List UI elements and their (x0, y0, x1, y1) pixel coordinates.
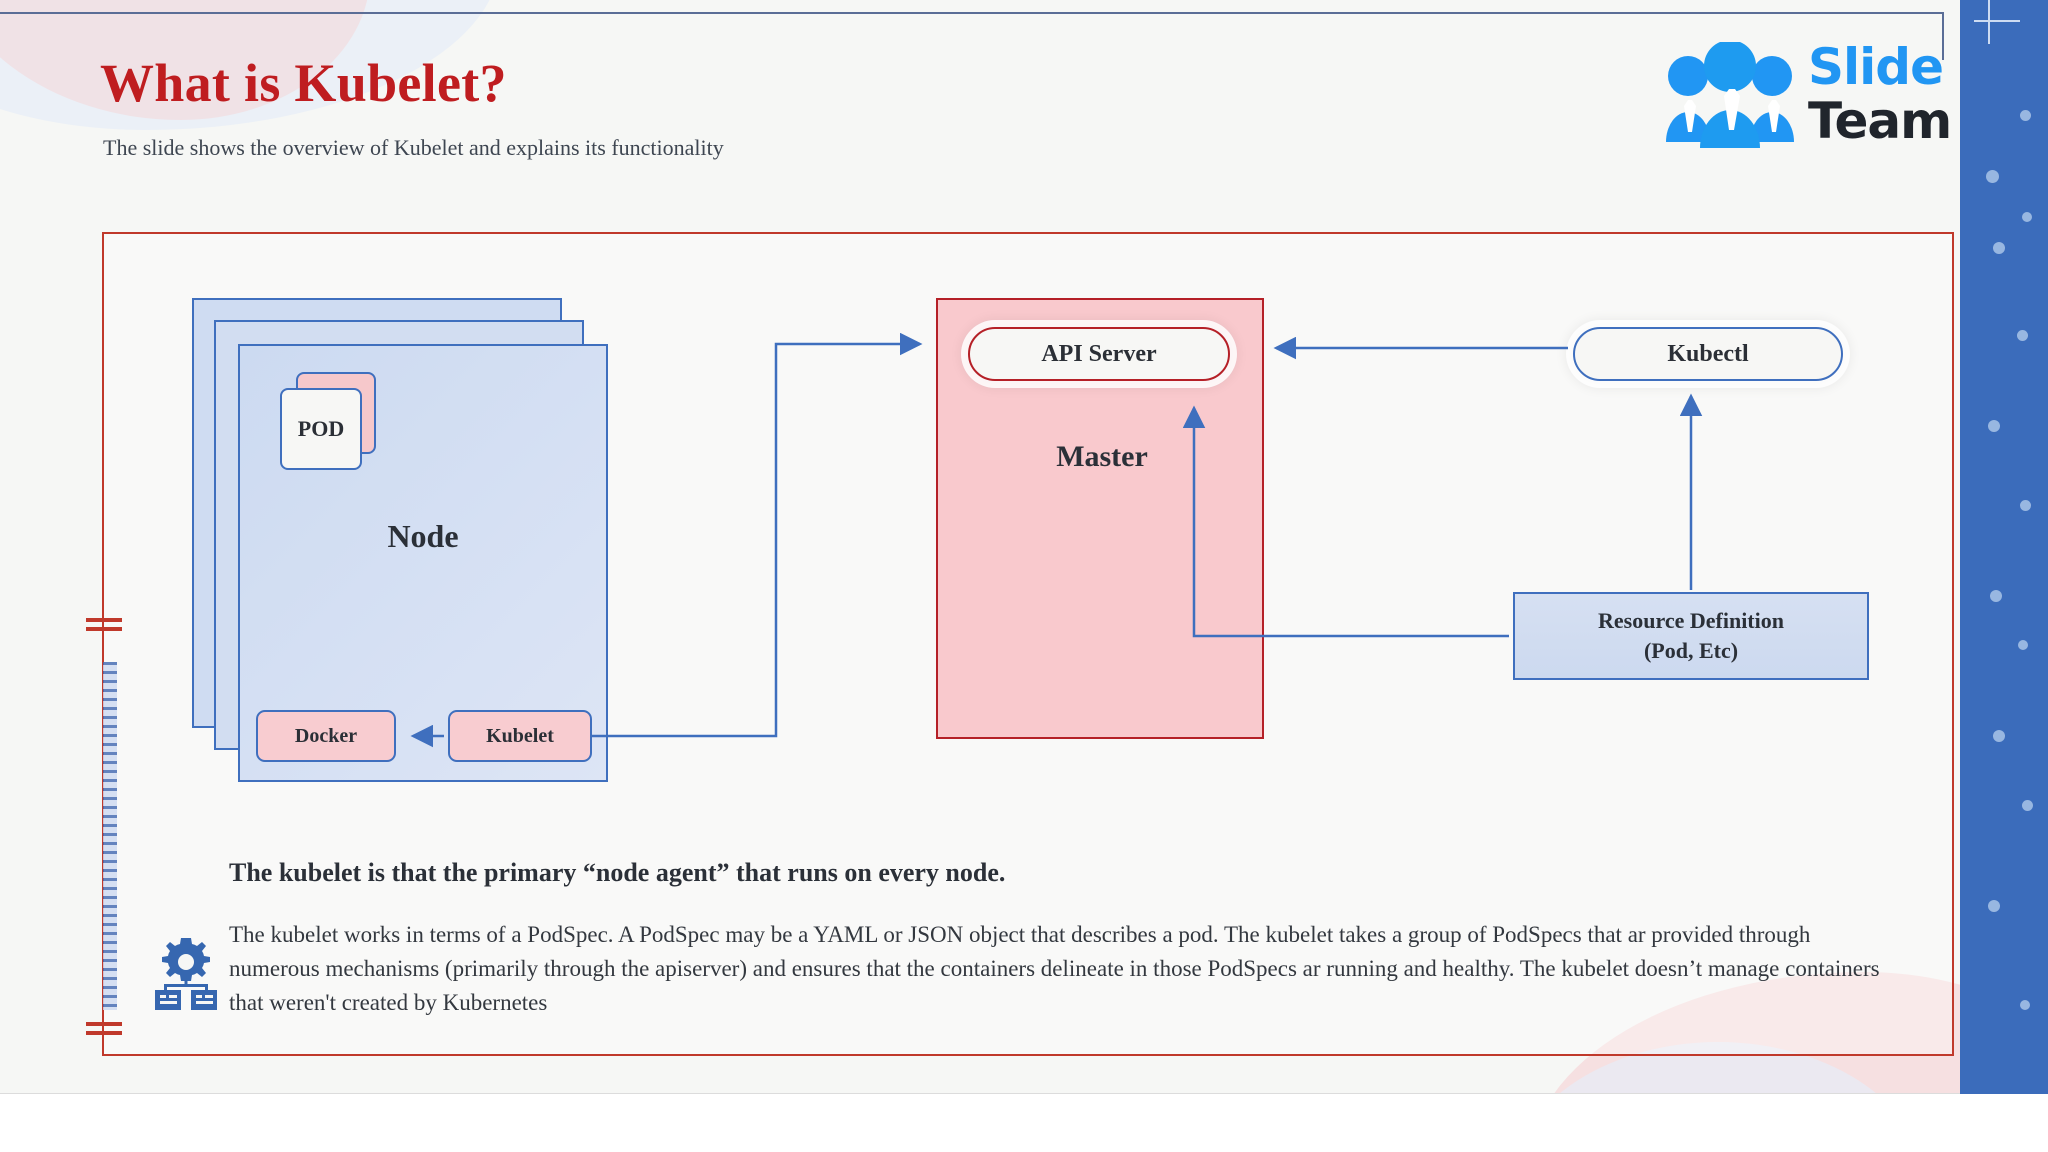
page-subtitle: The slide shows the overview of Kubelet … (103, 135, 724, 160)
sidebar-dot (2017, 330, 2028, 341)
gear-hierarchy-icon (155, 938, 217, 1010)
top-rule-tick (1942, 12, 1944, 60)
sidebar-dot (1988, 420, 2000, 432)
sidebar-dot (2018, 640, 2028, 650)
api-server-box[interactable]: API Server (968, 327, 1230, 381)
top-rule-line (0, 12, 1944, 14)
bottom-hairline (0, 1093, 2048, 1094)
sidebar-dot (2022, 800, 2033, 811)
kubectl-box[interactable]: Kubectl (1573, 327, 1843, 381)
right-sidebar (1960, 0, 2048, 1094)
sidebar-dot (1988, 900, 2000, 912)
page-title: What is Kubelet? (100, 53, 507, 113)
master-label: Master (1056, 440, 1148, 473)
sidebar-dot (1993, 730, 2005, 742)
node-label: Node (387, 518, 459, 554)
sidebar-dot (1993, 242, 2005, 254)
sidebar-dot (2020, 1000, 2030, 1010)
logo-text-team: Team (1808, 92, 1952, 150)
resource-definition-line1: Resource Definition (1598, 608, 1784, 634)
crosshair-icon-top (1974, 0, 2020, 44)
docker-box[interactable]: Docker (256, 710, 396, 762)
sidebar-dot (1986, 170, 1999, 183)
resource-definition-line2: (Pod, Etc) (1643, 638, 1739, 663)
bottom-strip (0, 1094, 2048, 1152)
left-dotted-rail (103, 662, 117, 1010)
node-group: POD Node (192, 298, 612, 788)
content-body: The kubelet works in terms of a PodSpec.… (229, 922, 1880, 1016)
sidebar-dot (2020, 110, 2031, 121)
sidebar-dot (1990, 590, 2002, 602)
logo-text-slide: Slide (1808, 38, 1944, 96)
kubelet-box[interactable]: Kubelet (448, 710, 592, 762)
content-headline: The kubelet is that the primary “node ag… (229, 858, 1006, 887)
people-group-icon (1666, 42, 1794, 148)
brand-logo: Slide Team (1660, 26, 2020, 156)
sidebar-dot (2020, 500, 2031, 511)
resource-definition-box[interactable]: Resource Definition (Pod, Etc) (1513, 592, 1869, 680)
pod-box[interactable]: POD (280, 388, 362, 470)
sidebar-dot (2022, 212, 2032, 222)
